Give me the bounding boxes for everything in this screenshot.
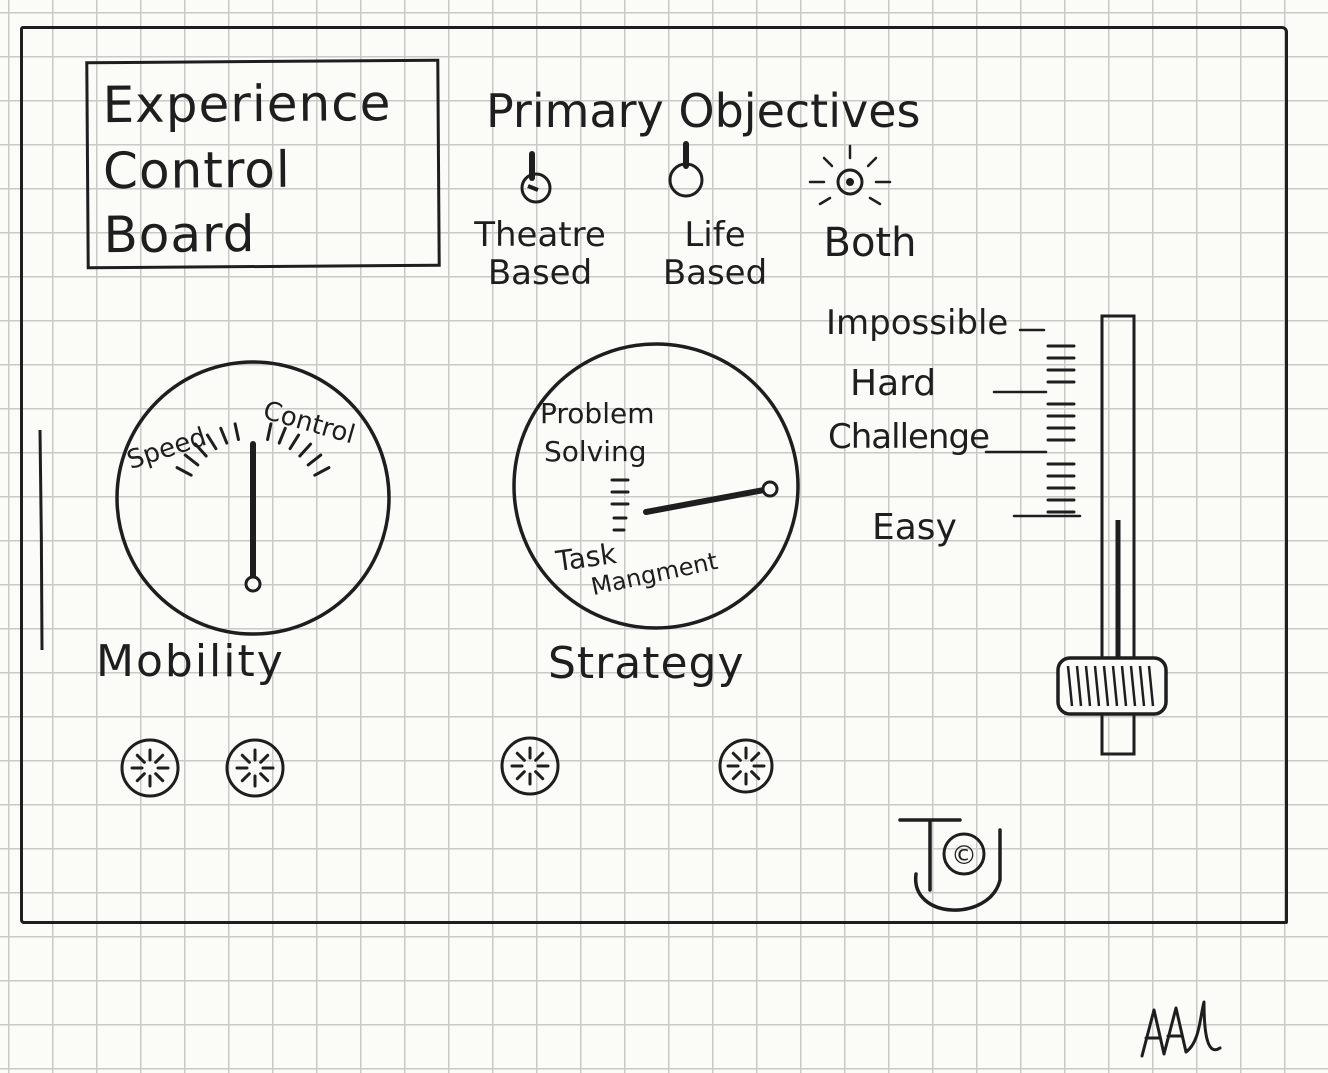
gauge-tick [233, 422, 240, 442]
knob-tick [240, 753, 251, 764]
thumb-grip [1129, 665, 1137, 707]
knob-tick [259, 753, 270, 764]
thumb-grip [1066, 665, 1074, 707]
knob-tick [259, 772, 270, 783]
needle-tip [761, 480, 779, 498]
objectives-heading: Primary Objectives [486, 84, 921, 138]
strategy-top-label-1: Problem [540, 397, 655, 430]
knob-tick [534, 751, 545, 762]
thumb-grip [1084, 665, 1092, 707]
title-box: Experience Control Board [85, 58, 441, 270]
objective-label-1: Theatre [474, 215, 606, 255]
knob[interactable] [120, 738, 180, 798]
knob[interactable] [718, 738, 774, 794]
title-line-3: Board [103, 205, 256, 265]
knob-tick [750, 751, 761, 762]
title-line-2: Control [102, 140, 291, 201]
knob[interactable] [225, 738, 285, 798]
knob-tick [750, 770, 761, 781]
tcj-logo: © [898, 818, 1002, 912]
mobility-label: Mobility [96, 636, 285, 687]
gauge-tick [193, 442, 208, 458]
strategy-needle [643, 487, 767, 515]
slider-thumb[interactable] [1056, 656, 1168, 716]
logo-symbol: © [951, 841, 977, 871]
knob-tick [240, 772, 251, 783]
gauge-tick [219, 426, 229, 445]
gauge-tick [175, 466, 193, 477]
strategy-label: Strategy [548, 638, 745, 689]
thumb-grip [1075, 665, 1083, 707]
knob-tick [515, 751, 526, 762]
thumb-grip [1138, 665, 1146, 707]
gauge-tick [277, 426, 287, 445]
gauge-tick [288, 433, 301, 451]
gauge-tick [298, 442, 313, 458]
mobility-gauge[interactable] [108, 358, 398, 648]
gauge-tick [183, 453, 200, 467]
knob-tick [135, 753, 146, 764]
knob-tick [515, 770, 526, 781]
control-board-frame [20, 26, 1288, 924]
strategy-top-label-2: Solving [544, 435, 647, 468]
knob-tick [154, 772, 165, 783]
thumb-grip [1111, 665, 1119, 707]
title-line-1: Experience [102, 74, 392, 135]
objective-label-2: Based [662, 253, 768, 293]
toggle-up-icon [668, 141, 704, 198]
knob-tick [135, 772, 146, 783]
gauge-tick [313, 466, 331, 477]
gauge-tick [205, 433, 218, 451]
objective-label-1: Life [684, 215, 746, 255]
knob-row [120, 736, 774, 798]
knob-tick [731, 751, 742, 762]
difficulty-slider[interactable] [980, 300, 1180, 760]
needle-pivot [244, 575, 262, 593]
thumb-grip [1102, 665, 1110, 707]
lit-lamp-icon [808, 144, 892, 206]
thumb-grip [1093, 665, 1101, 707]
left-edge-stroke [38, 429, 44, 651]
gauge-tick [266, 422, 273, 442]
thumb-grip [1147, 665, 1155, 707]
knob-tick [534, 770, 545, 781]
gauge-tick [306, 453, 323, 467]
knob-tick [731, 770, 742, 781]
difficulty-level-impossible: Impossible [826, 303, 1009, 343]
thumb-grip [1120, 665, 1128, 707]
difficulty-level-hard: Hard [850, 363, 937, 404]
knob-tick [154, 753, 165, 764]
knob[interactable] [500, 736, 560, 796]
slider-track [1100, 314, 1136, 756]
difficulty-level-challenge: Challenge [828, 417, 990, 457]
signature [1140, 1000, 1222, 1058]
objective-label-1: Both [823, 220, 917, 266]
strategy-gauge[interactable] [508, 340, 808, 630]
difficulty-level-easy: Easy [872, 507, 957, 548]
objective-label-2: Based [487, 253, 593, 293]
toggle-down-icon [520, 151, 552, 204]
